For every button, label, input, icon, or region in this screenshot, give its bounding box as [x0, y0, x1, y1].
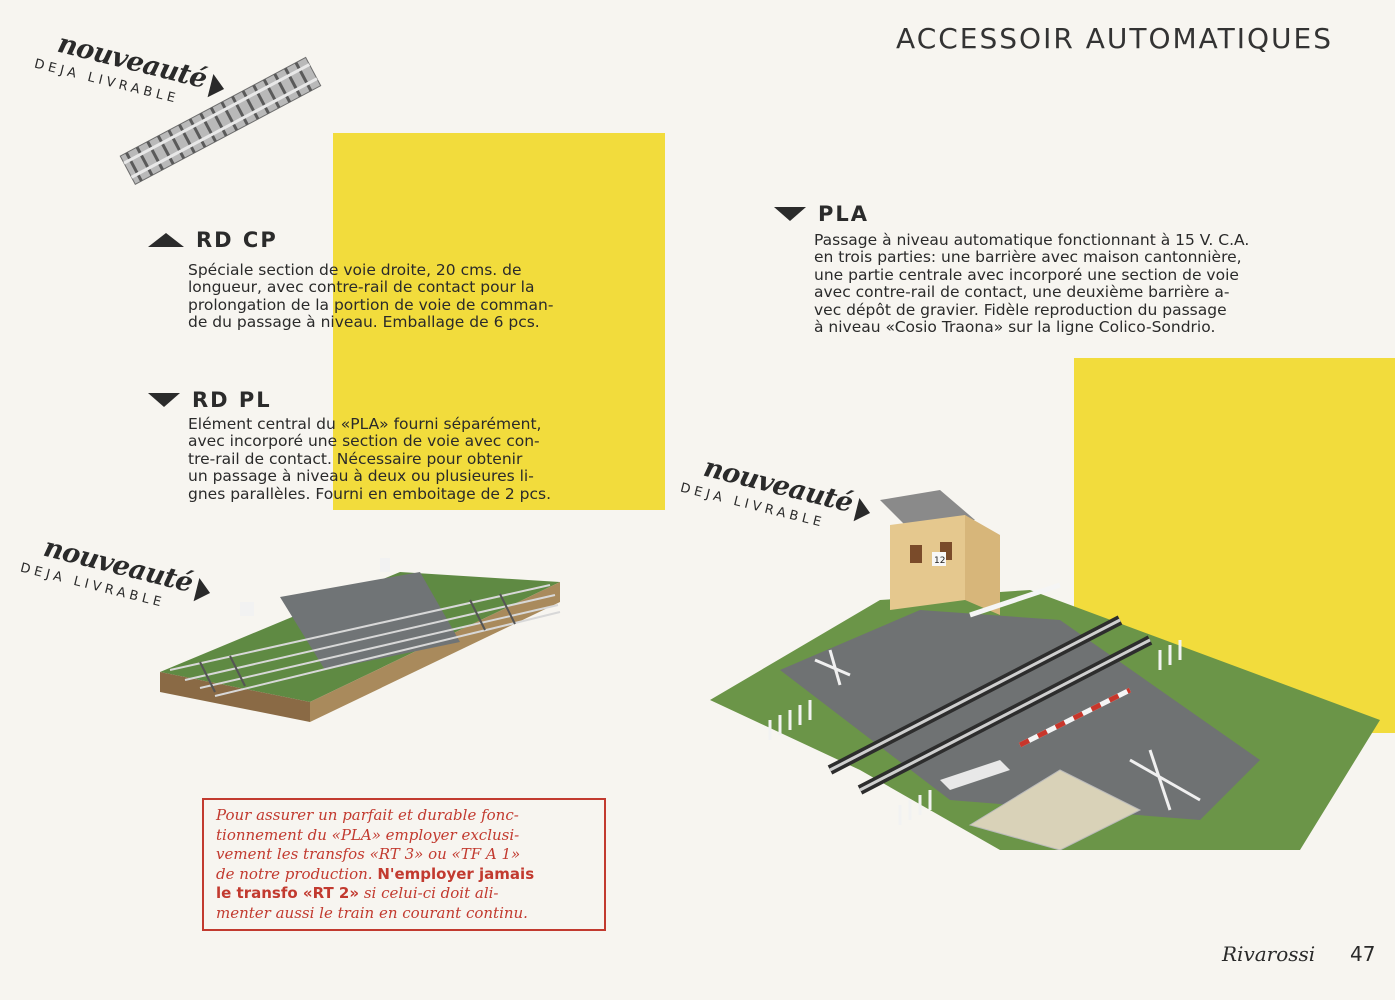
text-line: Passage à niveau automatique fonctionnan… — [814, 231, 1250, 249]
text-line: avec contre-rail de contact, une deuxièm… — [814, 283, 1230, 302]
text-line: de notre production. — [216, 864, 373, 883]
pla-code: PLA — [818, 202, 870, 226]
triangle-up-icon — [148, 233, 184, 247]
yellow-panel-left — [333, 133, 665, 510]
rdcp-description: Spéciale section de voie droite, 20 cms.… — [188, 261, 619, 332]
usage-note: Pour assurer un parfait et durable fonc-… — [202, 798, 606, 931]
triangle-down-icon — [148, 393, 180, 407]
text-line: si celui-ci doit ali- — [363, 884, 499, 902]
text-line: longueur, avec contre-rail de contact po… — [188, 278, 535, 297]
text-line: Pour assurer un parfait et durable fonc- — [216, 806, 519, 824]
text-line: menter aussi le train en courant continu… — [216, 903, 528, 922]
text-line: un passage à niveau à deux ou plusieures… — [188, 467, 534, 486]
pla-heading: PLA — [774, 202, 869, 226]
text-line: à niveau «Cosio Traona» sur la ligne Col… — [814, 318, 1216, 337]
straight-track-image — [119, 56, 322, 185]
text-line: tionnement du «PLA» employer exclusi- — [216, 825, 520, 844]
text-line: tre-rail de contact. Nécessaire pour obt… — [188, 449, 523, 468]
text-line: Spéciale section de voie droite, 20 cms.… — [188, 261, 522, 279]
house-sign: 12 — [934, 556, 945, 566]
text-line: Elément central du «PLA» fourni séparéme… — [188, 415, 542, 433]
brand-logo: Rivarossi — [1222, 942, 1316, 966]
rdpl-code: RD PL — [192, 388, 272, 412]
rdcp-heading: RD CP — [148, 228, 278, 252]
text-line: gnes parallèles. Fourni en emboitage de … — [188, 484, 552, 503]
page-title: ACCESSOIR AUTOMATIQUES — [896, 22, 1333, 55]
text-line: de du passage à niveau. Emballage de 6 p… — [188, 313, 540, 332]
warning-bold: le transfo «RT 2» — [216, 884, 360, 902]
text-line: en trois parties: une barrière avec mais… — [814, 248, 1242, 267]
rdpl-description: Elément central du «PLA» fourni séparéme… — [188, 415, 619, 503]
warning-bold: N'employer jamais — [377, 864, 535, 883]
rdpl-crossing-image — [160, 558, 561, 722]
text-line: une partie centrale avec incorporé une s… — [814, 265, 1239, 284]
triangle-down-icon — [774, 207, 806, 221]
text-line: vec dépôt de gravier. Fidèle reproductio… — [814, 300, 1227, 319]
pla-crossing-image: 12 — [710, 490, 1380, 850]
text-line: avec incorporé une section de voie avec … — [188, 432, 540, 451]
rdpl-heading: RD PL — [148, 388, 272, 412]
text-line: vement les transfos «RT 3» ou «TF A 1» — [216, 845, 521, 863]
pla-description: Passage à niveau automatique fonctionnan… — [814, 231, 1337, 337]
text-line: prolongation de la portion de voie de co… — [188, 295, 554, 314]
page-number: 47 — [1350, 942, 1376, 966]
rdcp-code: RD CP — [196, 228, 278, 252]
